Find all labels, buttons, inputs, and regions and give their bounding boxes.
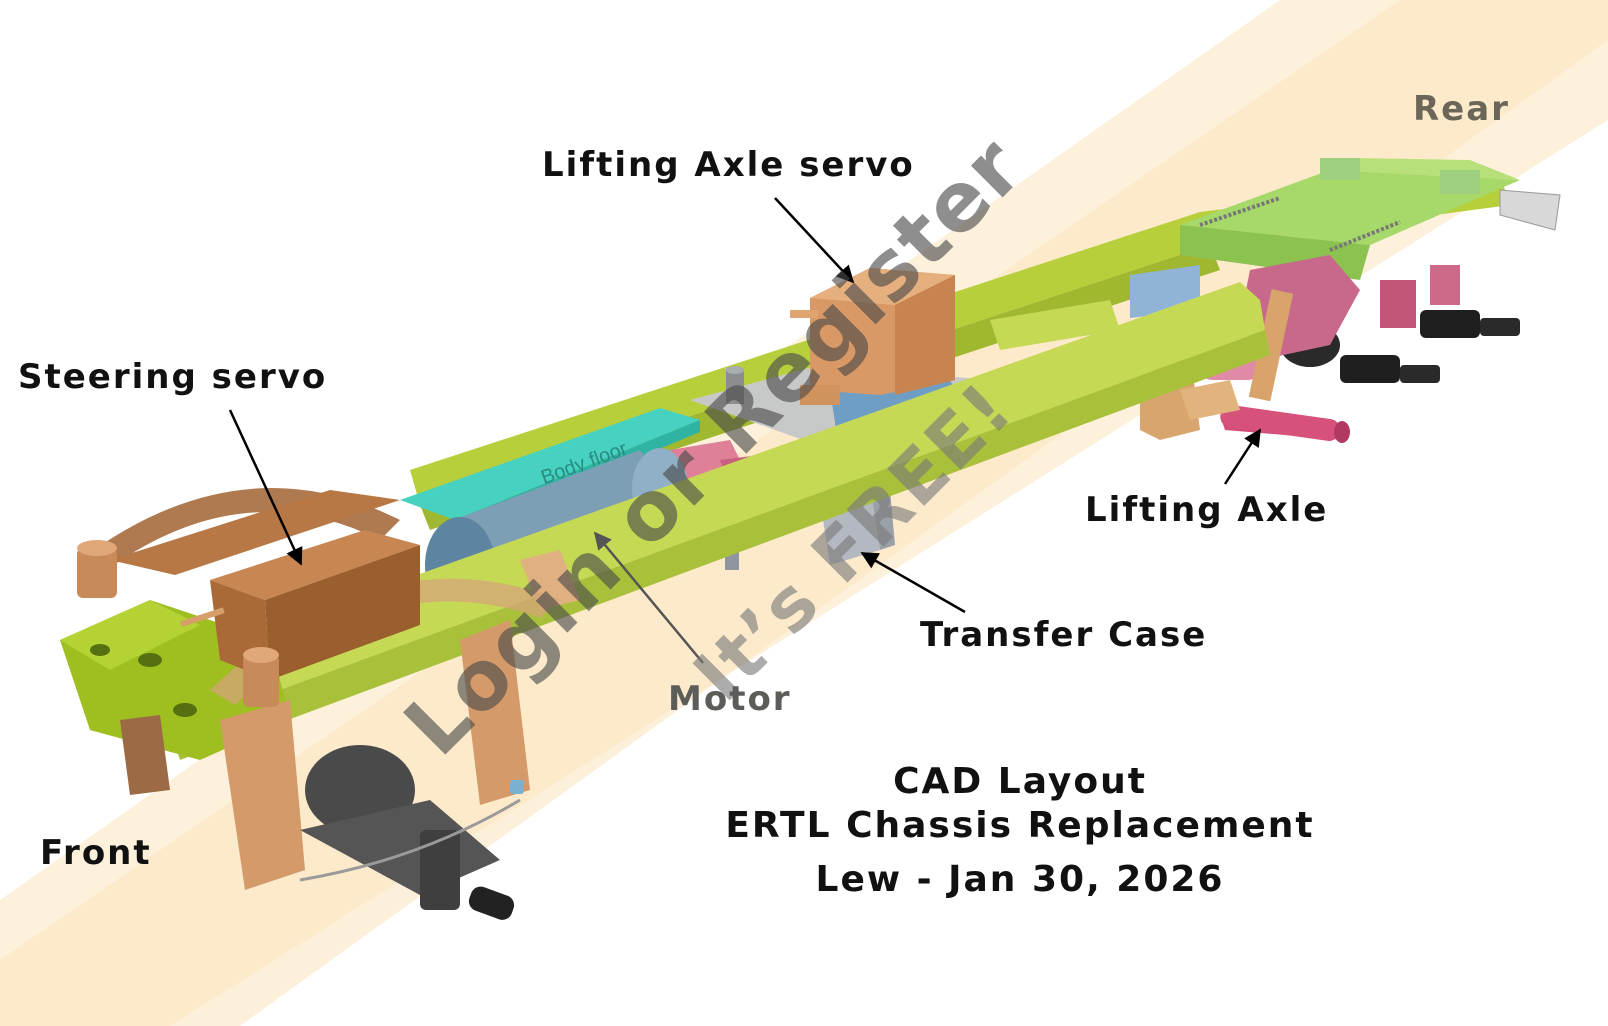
- front-axle: [299, 745, 524, 920]
- label-rear: Rear: [1413, 89, 1510, 129]
- label-front: Front: [40, 833, 152, 873]
- arrow-lifting-axle-servo: [774, 197, 855, 284]
- label-lifting-axle-servo: Lifting Axle servo: [542, 145, 915, 185]
- cross-member: [990, 300, 1120, 350]
- frame-rail-front: [150, 282, 1270, 760]
- arrow-motor: [593, 531, 704, 664]
- label-steering-servo: Steering servo: [18, 357, 328, 397]
- lifting-axle-part: [1220, 405, 1350, 443]
- caption-subtitle: ERTL Chassis Replacement: [725, 805, 1315, 846]
- label-transfer-case: Transfer Case: [920, 615, 1208, 655]
- lifting-axle-servo-part: [790, 268, 955, 405]
- arrow-transfer-case: [860, 551, 966, 614]
- label-motor: Motor: [668, 679, 792, 719]
- caption-title: CAD Layout: [893, 761, 1147, 802]
- kingpins: [77, 540, 279, 707]
- label-lifting-axle: Lifting Axle: [1085, 490, 1329, 530]
- steering-servo-part: [110, 490, 420, 680]
- caption-author-date: Lew - Jan 30, 2026: [815, 859, 1225, 900]
- arrow-lifting-axle: [1223, 428, 1262, 485]
- arrow-steering-servo: [228, 409, 303, 566]
